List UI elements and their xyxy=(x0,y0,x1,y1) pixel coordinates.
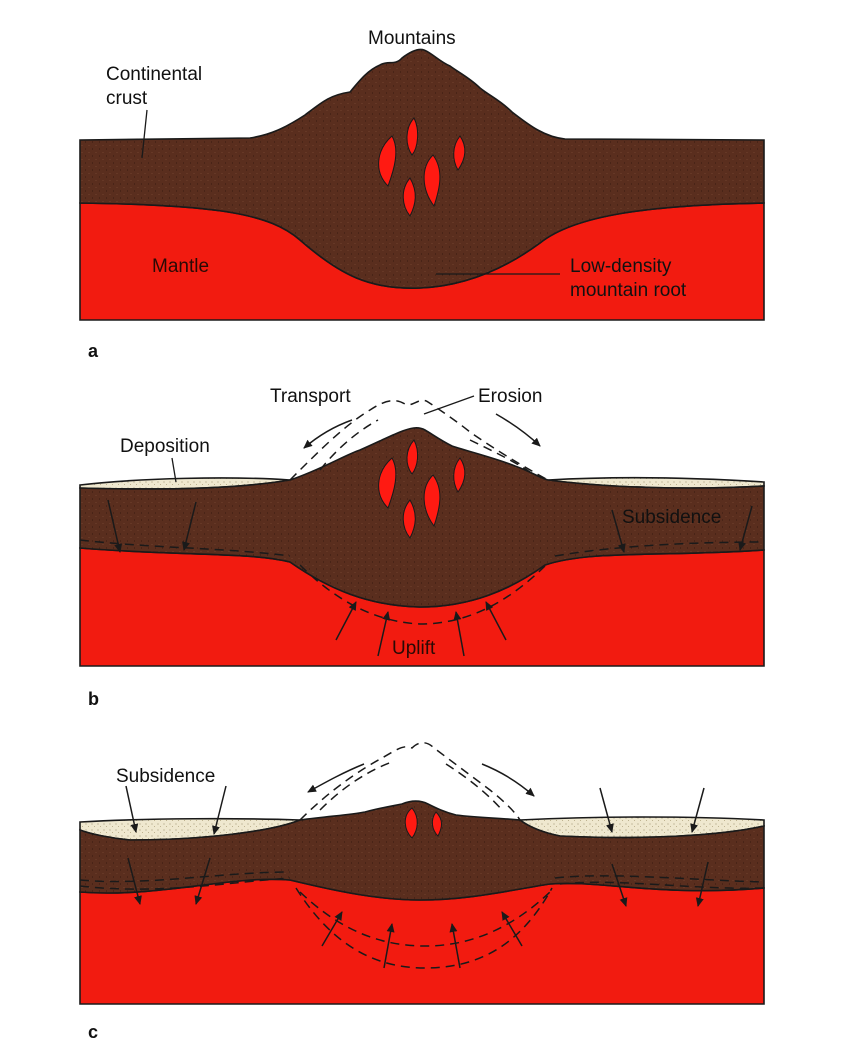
uplift-arrow xyxy=(449,923,461,969)
eroded-mountain-outline xyxy=(289,399,549,481)
uplift-arrow xyxy=(485,601,507,641)
magma-bodies xyxy=(378,439,466,539)
subsidence-arrow xyxy=(690,787,705,833)
subsidence-arrow xyxy=(695,861,709,907)
subsidence-arrow xyxy=(125,785,139,833)
subsidence-arrow xyxy=(599,787,614,833)
continental-crust xyxy=(79,48,765,289)
magma-blob xyxy=(378,135,397,187)
former-root-outline-2 xyxy=(295,887,553,969)
continental-crust xyxy=(79,427,765,608)
deposition-label: Deposition xyxy=(120,436,210,457)
panel-a: Mountains Continental crust Mantle Low-d… xyxy=(79,28,765,361)
panel-letter-c: c xyxy=(88,1022,98,1042)
former-crust-base-left xyxy=(79,871,291,883)
eroded-mountain-outline xyxy=(299,742,521,821)
subsidence-label: Subsidence xyxy=(116,766,215,787)
uplift-arrow xyxy=(501,911,523,947)
root-label-line1: Low-density xyxy=(570,256,672,277)
deposition-leader-line xyxy=(171,457,177,483)
magma-blob xyxy=(423,474,441,528)
eroded-mountain-outline-inner xyxy=(319,419,531,473)
panel-b: Transport Erosion Deposition Subsidence … xyxy=(79,386,765,709)
magma-blob xyxy=(431,811,442,837)
panel-letter-a: a xyxy=(88,341,99,361)
panel-letter-b: b xyxy=(88,689,99,709)
uplift-arrow xyxy=(453,611,465,657)
magma-blob xyxy=(453,135,466,171)
subsidence-arrow xyxy=(182,501,197,551)
subsidence-arrow xyxy=(611,509,626,553)
magma-blob xyxy=(404,807,418,839)
magma-bodies xyxy=(404,807,442,839)
mountains-label: Mountains xyxy=(368,28,456,49)
uplift-arrow xyxy=(383,923,395,969)
uplift-arrow xyxy=(321,911,343,947)
continental-crust-label-line1: Continental xyxy=(106,64,202,85)
magma-blob xyxy=(402,499,416,539)
root-label-line2: mountain root xyxy=(570,280,687,301)
crust-leader-line xyxy=(141,109,148,159)
transport-arrow-right xyxy=(495,413,541,447)
former-root-outline xyxy=(299,564,546,625)
magma-blob xyxy=(402,177,416,217)
magma-blob xyxy=(423,154,441,208)
erosion-leader-line xyxy=(423,395,475,415)
erosion-label: Erosion xyxy=(478,386,542,407)
uplift-label: Uplift xyxy=(392,638,436,659)
magma-blob xyxy=(453,457,466,493)
transport-arrow-left xyxy=(307,763,365,793)
transport-arrow-right xyxy=(481,763,535,797)
subsidence-arrow xyxy=(107,499,123,553)
panel-c: Subsidence c xyxy=(79,742,765,1042)
subsidence-arrow xyxy=(611,863,628,907)
transport-label: Transport xyxy=(270,386,351,407)
former-crust-base-left-2 xyxy=(79,877,291,890)
subsidence-arrow xyxy=(738,505,753,551)
former-crust-base-right-2 xyxy=(559,881,765,889)
subsidence-arrow xyxy=(127,857,142,905)
uplift-arrow xyxy=(377,611,391,657)
magma-blob xyxy=(406,117,419,156)
continental-crust-label-line2: crust xyxy=(106,88,148,109)
continental-crust xyxy=(79,800,765,901)
magma-bodies xyxy=(378,117,466,217)
former-crust-base-right xyxy=(554,875,765,883)
magma-blob xyxy=(378,457,397,509)
mantle-label: Mantle xyxy=(152,256,209,277)
uplift-arrow xyxy=(335,601,357,641)
subsidence-arrow xyxy=(194,857,211,905)
subsidence-label: Subsidence xyxy=(622,507,721,528)
eroded-mountain-outline-inner xyxy=(319,761,503,811)
transport-arrow-left xyxy=(303,419,353,449)
subsidence-arrow xyxy=(212,785,227,835)
magma-blob xyxy=(406,439,419,475)
